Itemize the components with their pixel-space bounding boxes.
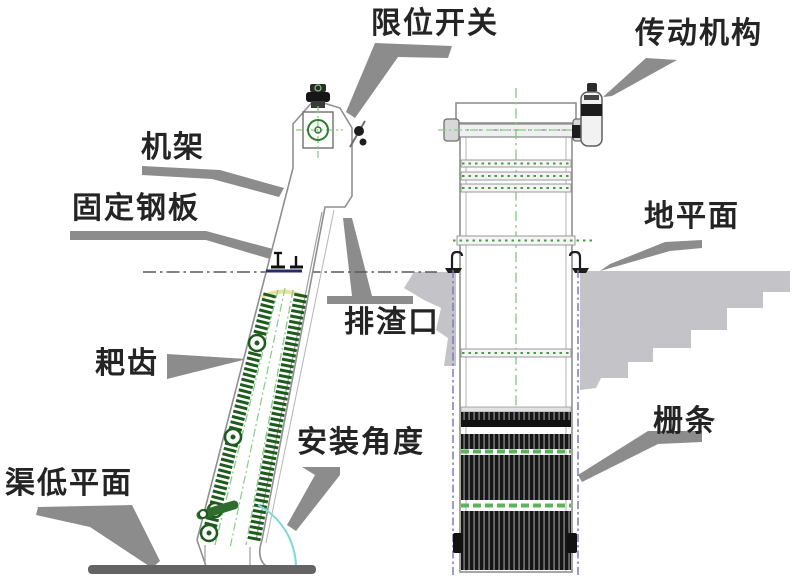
leader-channel-bottom: [36, 505, 160, 568]
frame-outline: [196, 99, 353, 567]
angle-arc: [257, 504, 298, 569]
ground-section-left: [404, 272, 456, 366]
ground-hooks: [445, 250, 589, 273]
bar-screen: [453, 406, 577, 570]
label-channel-bottom: 渠低平面: [5, 466, 133, 501]
label-drive-mechanism: 传动机构: [635, 16, 763, 51]
limit-switch-symbol: [349, 120, 367, 148]
leader-grid-bars: [578, 431, 702, 482]
base-plate: [88, 565, 316, 574]
label-installation-angle: 安装角度: [297, 425, 425, 460]
label-ground-level: 地平面: [644, 199, 740, 234]
label-frame: 机架: [141, 130, 205, 165]
label-fixed-steel-plate: 固定钢板: [72, 191, 200, 226]
front-view: [438, 83, 603, 576]
leader-fixed-steel-plate: [70, 231, 284, 262]
label-grid-bars: 栅条: [653, 404, 717, 439]
fixed-plate-bracket: [266, 251, 303, 273]
head-sprocket: [296, 106, 343, 158]
ground-section-right: [580, 271, 790, 390]
rails: [453, 159, 596, 358]
leader-discharge-port: [327, 218, 413, 304]
side-view: [88, 84, 437, 574]
leader-rake-teeth: [167, 354, 247, 379]
leader-ground-level: [600, 240, 702, 271]
label-limit-switch: 限位开关: [371, 6, 499, 41]
label-discharge-port: 排渣口: [344, 305, 440, 340]
rake-chain: [196, 287, 308, 549]
leader-drive-mechanism: [603, 58, 677, 97]
motor-symbol-side: [306, 84, 330, 108]
label-rake-teeth: 耙齿: [95, 346, 159, 381]
leader-limit-switch: [346, 43, 452, 118]
drive-motor: [572, 83, 603, 147]
leader-frame: [142, 166, 284, 197]
leader-installation-angle: [287, 467, 340, 531]
dashed-edge-lines: [452, 270, 579, 576]
